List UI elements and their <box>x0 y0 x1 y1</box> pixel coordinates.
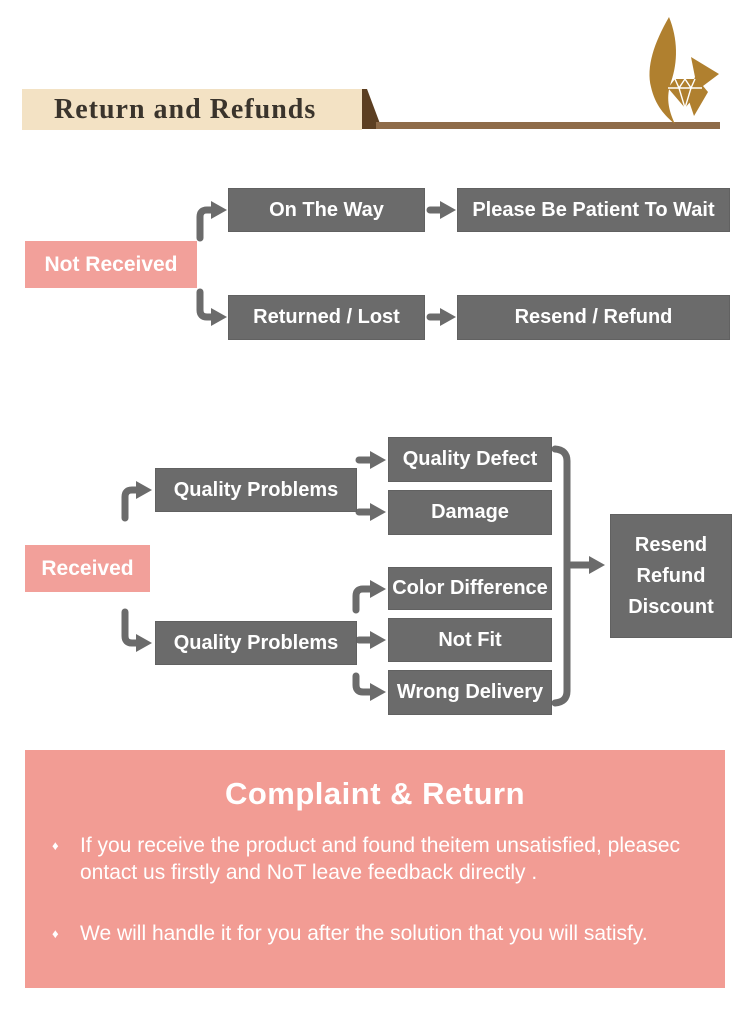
node-quality-problems-bottom: Quality Problems <box>155 621 357 665</box>
diamond-bullet-icon <box>52 920 80 947</box>
node-wrong-delivery: Wrong Delivery <box>388 670 552 715</box>
logo-wing-shape <box>687 57 719 116</box>
node-resend-refund: Resend / Refund <box>457 295 730 340</box>
elbow-up-arrow-icon <box>121 481 152 522</box>
right-arrow-icon <box>567 556 605 574</box>
header-rule <box>376 122 720 129</box>
node-resend-refund-discount: Resend Refund Discount <box>610 514 732 638</box>
node-received: Received <box>25 545 150 592</box>
node-not-fit: Not Fit <box>388 618 552 662</box>
bracket-line <box>551 445 571 707</box>
logo-diamond-icon <box>668 77 702 109</box>
logo-flame-shape <box>649 17 677 124</box>
section-header-banner: Return and Refunds <box>22 89 362 130</box>
flame-diamond-logo-icon <box>649 17 719 124</box>
elbow-up-arrow-icon <box>352 580 386 614</box>
elbow-down-arrow-icon <box>121 608 152 652</box>
node-on-the-way: On The Way <box>228 188 425 232</box>
right-arrow-icon <box>355 631 386 649</box>
node-quality-problems-top: Quality Problems <box>155 468 357 512</box>
node-color-difference: Color Difference <box>388 567 552 610</box>
elbow-up-arrow-icon <box>196 201 227 242</box>
elbow-down-arrow-icon <box>352 672 386 701</box>
right-arrow-icon <box>355 451 386 469</box>
bullet-text-line: We will handle it for you after the solu… <box>80 922 648 945</box>
bullet-text-line: If you receive the product and found the… <box>80 834 681 857</box>
right-arrow-icon <box>355 503 386 521</box>
node-please-be-patient: Please Be Patient To Wait <box>457 188 730 232</box>
complaint-title: Complaint & Return <box>224 776 526 811</box>
bullet-text-line: ontact us firstly and NoT leave feedback… <box>80 861 538 884</box>
page-title: Return and Refunds <box>54 93 317 125</box>
node-damage: Damage <box>388 490 552 535</box>
result-line: Discount <box>628 595 714 618</box>
node-not-received: Not Received <box>25 241 197 288</box>
right-arrow-icon <box>426 201 456 219</box>
result-line: Resend <box>634 533 708 556</box>
result-line: Refund <box>636 564 706 587</box>
complaint-bullet-1: If you receive the product and found the… <box>52 832 711 886</box>
diamond-bullet-icon <box>52 832 80 859</box>
node-returned-lost: Returned / Lost <box>228 295 425 340</box>
complaint-bullet-2: We will handle it for you after the solu… <box>52 920 711 947</box>
node-quality-defect: Quality Defect <box>388 437 552 482</box>
complaint-return-panel: Complaint & Return If you receive the pr… <box>25 750 725 988</box>
elbow-down-arrow-icon <box>196 288 227 326</box>
right-arrow-icon <box>426 308 456 326</box>
